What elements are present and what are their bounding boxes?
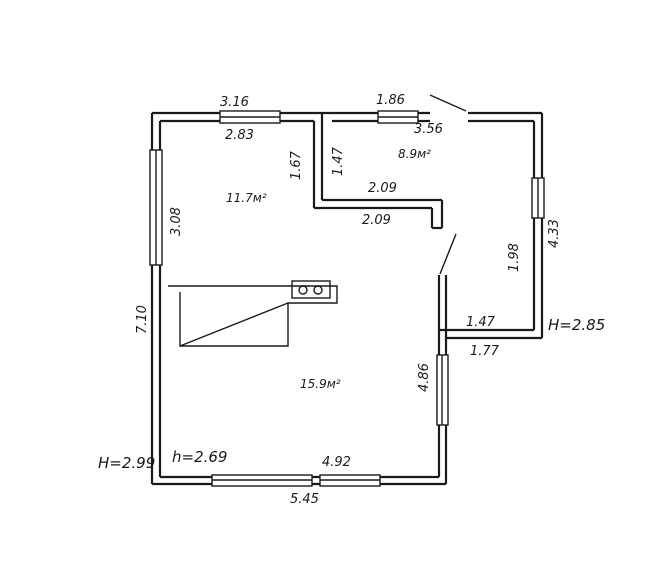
height-inner: h=2.69 bbox=[172, 448, 227, 466]
dim-partition-vertical-2: 1.47 bbox=[331, 146, 346, 176]
interior-door-leaf bbox=[439, 233, 457, 275]
dim-bottom-inner: 4.92 bbox=[322, 455, 351, 470]
outer-walls bbox=[150, 94, 544, 486]
burner-icon bbox=[313, 285, 323, 295]
burner-icon bbox=[298, 285, 308, 295]
dim-top-left-outer: 3.16 bbox=[220, 95, 249, 110]
stairs bbox=[168, 280, 338, 347]
dim-right-upper-inner: 1.98 bbox=[507, 243, 522, 272]
dim-right-step-outer: 1.77 bbox=[470, 344, 500, 359]
stove bbox=[291, 280, 331, 299]
dim-step-top: 2.09 bbox=[368, 181, 397, 196]
room-area-1: 11.7м² bbox=[226, 191, 267, 205]
dim-right-step-inner: 1.47 bbox=[466, 315, 496, 330]
dim-right-lower-inner: 4.86 bbox=[417, 363, 432, 392]
partitions bbox=[312, 113, 457, 275]
height-left: H=2.99 bbox=[98, 454, 155, 472]
dim-partition-vertical-1: 1.67 bbox=[289, 150, 304, 180]
room-area-3: 15.9м² bbox=[300, 377, 341, 391]
dim-step-bottom: 2.09 bbox=[362, 213, 391, 228]
stair-diagonal bbox=[179, 302, 289, 347]
dim-right-upper-outer: 4.33 bbox=[547, 219, 562, 248]
dim-top-right-inner: 3.56 bbox=[414, 122, 443, 137]
dim-left-upper: 3.08 bbox=[169, 207, 184, 236]
dim-left-overall: 7.10 bbox=[135, 305, 150, 334]
room-area-2: 8.9м² bbox=[398, 147, 431, 161]
dim-top-right-outer: 1.86 bbox=[376, 93, 405, 108]
stair-outline bbox=[168, 285, 338, 347]
height-right: H=2.85 bbox=[548, 316, 605, 334]
dim-top-left-inner: 2.83 bbox=[225, 128, 254, 143]
windows bbox=[149, 110, 545, 487]
entry-door-leaf bbox=[429, 94, 467, 112]
dim-bottom-outer: 5.45 bbox=[290, 492, 319, 507]
